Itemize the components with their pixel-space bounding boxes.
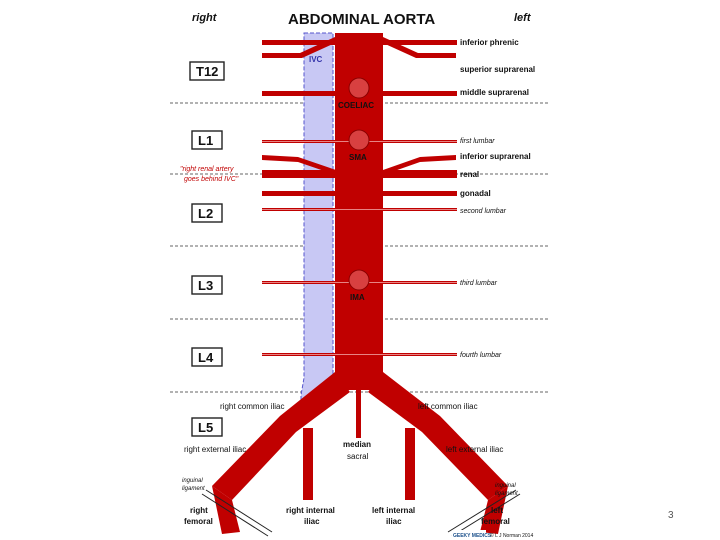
right-femoral-label-line2: femoral [184,517,213,526]
right-renal-note-line1: "right renal artery [180,166,234,173]
inguinal-ligaments [201,489,521,537]
renal-label: renal [460,170,479,179]
credit: GEEKY MEDICS © L J Norman 2014 [452,530,533,539]
vertebra-boxes: T12 L1 L2 L3 L4 L5 [189,61,225,437]
page-number: 3 [668,510,674,521]
vertebra-box-t12 [189,61,225,81]
left-inguinal-ligament-label-line2: ligament [495,491,518,497]
left-external-iliac-label: left external iliac [446,445,503,454]
left-common-iliac-label: left common iliac [418,402,478,411]
left-femoral-label-line2: femoral [481,517,510,526]
right-renal-note-line2: goes behind IVC" [184,176,239,183]
third-lumbar-label: third lumbar [460,280,498,287]
left-branch-labels: inferior phrenic superior suprarenal mid… [372,38,535,526]
ivc-vein [300,32,334,411]
inferior-suprarenal-label: inferior suprarenal [460,152,531,161]
left-internal-iliac-label-line1: left internal [372,506,415,515]
vertebra-box-l2 [191,203,223,223]
vertebra-label-l4: L4 [198,350,214,365]
vertebra-label-l2: L2 [198,206,213,221]
right-inguinal-ligament-label-line2: ligament [182,486,205,492]
vertebra-box-l3 [191,275,223,295]
ima-label: IMA [350,293,365,302]
vertebra-label-l1: L1 [198,133,213,148]
vertebra-box-l1 [191,130,223,150]
side-label-left: left [514,12,532,24]
right-external-iliac-label: right external iliac [184,445,246,454]
middle-suprarenal-label: middle suprarenal [460,88,529,97]
ima-circle [348,269,370,291]
visceral-branch-circles [348,77,370,291]
vertebra-box-l5 [191,417,223,437]
aorta-trunk [212,33,508,534]
left-inguinal-ligament-label-line1: inguinal [495,483,516,489]
right-inguinal-ligament-label-line1: inguinal [182,478,203,484]
right-common-iliac-label: right common iliac [220,402,284,411]
left-internal-iliac-label-line2: iliac [386,517,402,526]
median-sacral-label-line1: median [343,440,371,449]
right-internal-iliac-label-line1: right internal [286,506,335,515]
vertebra-box-l4 [191,347,223,367]
coeliac-trunk-circle [348,77,370,99]
side-label-right: right [192,12,218,24]
ivc-label: IVC [309,55,323,64]
superior-suprarenal-label: superior suprarenal [460,65,535,74]
vertebra-label-t12: T12 [196,64,218,79]
left-femoral-label-line1: left [491,506,503,515]
inferior-phrenic-label: inferior phrenic [460,38,519,47]
geeky-medics-logo [452,530,486,538]
vertebra-label-l5: L5 [198,420,213,435]
fourth-lumbar-label: fourth lumbar [460,352,502,359]
sma-circle [348,129,370,151]
second-lumbar-label: second lumbar [460,208,507,215]
sma-label: SMA [349,153,367,162]
geeky-medics-logo-text: GEEKY MEDICS [453,533,492,539]
vertebra-label-l3: L3 [198,278,213,293]
diagram-title: ABDOMINAL AORTA [288,11,435,28]
right-internal-iliac-label-line2: iliac [304,517,320,526]
median-sacral-label-line2: sacral [347,452,369,461]
coeliac-label: COELIAC [338,101,374,110]
right-branch-labels: "right renal artery goes behind IVC" rig… [180,166,335,526]
right-femoral-label-line1: right [190,506,208,515]
gonadal-label: gonadal [460,189,491,198]
first-lumbar-label: first lumbar [460,138,495,145]
copyright-text: © L J Norman 2014 [490,532,533,539]
